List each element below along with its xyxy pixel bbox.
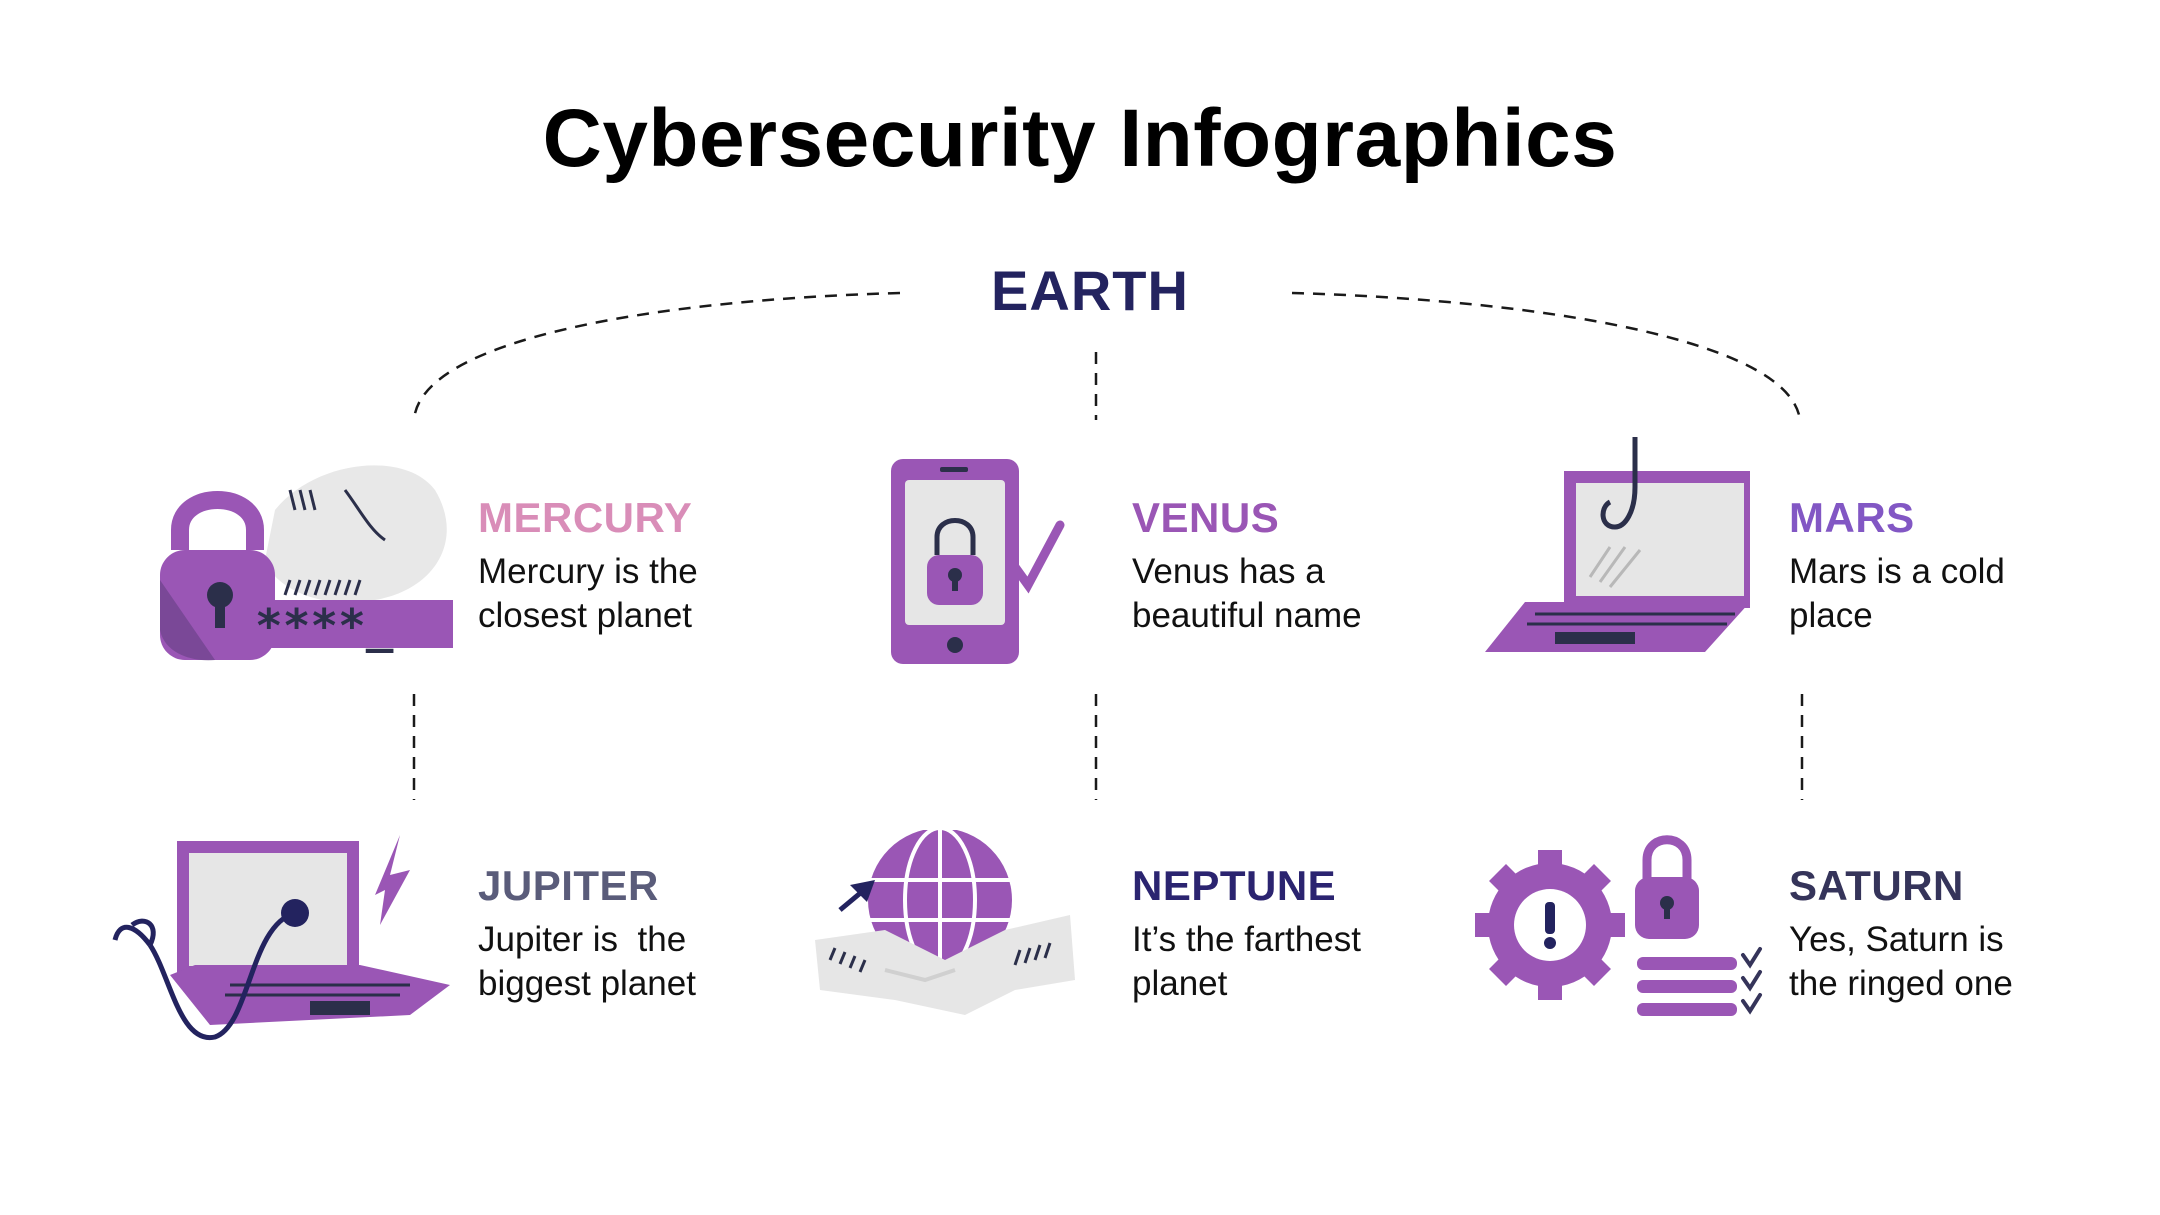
laptop-phishing-icon bbox=[1485, 437, 1750, 652]
item-neptune: NEPTUNE It’s the farthest planet bbox=[1132, 862, 1361, 1006]
item-description: Venus has a beautiful name bbox=[1132, 552, 1362, 635]
item-venus: VENUS Venus has a beautiful name bbox=[1132, 494, 1362, 638]
laptop-stethoscope-icon bbox=[112, 835, 450, 1040]
item-saturn: SATURN Yes, Saturn is the ringed one bbox=[1789, 862, 2013, 1006]
item-description: Jupiter is the biggest planet bbox=[478, 920, 696, 1003]
item-description: Mars is a cold place bbox=[1789, 552, 2005, 635]
page-title: Cybersecurity Infographics bbox=[542, 93, 1618, 184]
item-title: SATURN bbox=[1789, 862, 1964, 909]
item-title: NEPTUNE bbox=[1132, 862, 1337, 909]
item-description: Yes, Saturn is the ringed one bbox=[1789, 920, 2013, 1003]
item-mars: MARS Mars is a cold place bbox=[1789, 494, 2005, 638]
lock-password-icon: ****_ bbox=[160, 465, 453, 661]
svg-text:****_: ****_ bbox=[255, 599, 394, 653]
gear-lock-checklist-icon bbox=[1475, 835, 1762, 1016]
phone-lock-icon bbox=[891, 459, 1065, 664]
connector-right-arc bbox=[1291, 291, 1802, 421]
globe-handshake-icon bbox=[815, 830, 1075, 1015]
item-description: It’s the farthest planet bbox=[1132, 920, 1361, 1003]
item-title: MERCURY bbox=[478, 494, 693, 541]
item-jupiter: JUPITER Jupiter is the biggest planet bbox=[478, 862, 696, 1006]
item-description: Mercury is the closest planet bbox=[478, 552, 698, 635]
item-mercury: MERCURY Mercury is the closest planet bbox=[478, 494, 698, 638]
item-title: VENUS bbox=[1132, 494, 1280, 541]
item-title: MARS bbox=[1789, 494, 1915, 541]
root-label-earth: EARTH bbox=[991, 259, 1189, 322]
connector-left-arc bbox=[412, 291, 901, 421]
item-title: JUPITER bbox=[478, 862, 659, 909]
